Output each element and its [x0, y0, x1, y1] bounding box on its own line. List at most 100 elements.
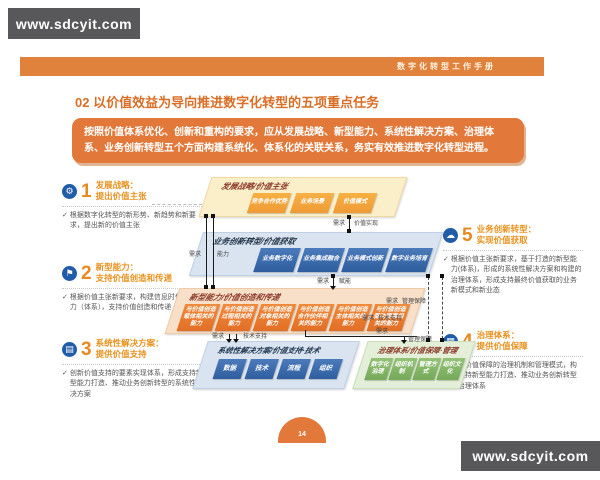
band-strategy-label: 发展战略/价值主张 [219, 182, 290, 191]
leader-line [152, 204, 202, 205]
intro-text: 按照价值体系优化、创新和重构的要求，应从发展战略、新型能力、系统性解决方案、治理… [72, 118, 524, 163]
task-item-1: ⚙ 1 发展战略： 提出价值主张 ✓ 根据数字化转型的新形势、新趋势和新要求，提… [62, 180, 208, 232]
task-1-desc-text: 根据数字化转型的新形势、新趋势和新要求，提出新的价值主张 [69, 211, 196, 230]
clipboard-glyph: ▤ [65, 343, 74, 354]
task-4-subtitle: 提供价值保障 [476, 341, 528, 352]
website-url-top[interactable]: www.sdcyit.com [8, 8, 140, 39]
chip: 组织文化 [436, 358, 466, 380]
connector-label: 管理保障 [402, 299, 427, 305]
task-3-description: ✓ 创新价值支持的要素实现体系，形成支持新型能力打造、推动业务创新转型的系统性解… [62, 369, 208, 401]
band-solution: 系统性解决方案/价值支持·技术 数据 技术 流程 组织 [192, 341, 360, 389]
connector-arrow [226, 339, 232, 343]
connector-node [211, 214, 215, 218]
cloud-glyph: ☁ [446, 229, 455, 240]
chip: 业务集成融合 [297, 248, 345, 272]
task-1-number: 1 [81, 180, 92, 202]
connector-node [331, 274, 335, 278]
connector-node [204, 214, 208, 218]
divider [62, 205, 208, 207]
connector-label: 赋能 [339, 279, 352, 285]
connector-node [204, 285, 208, 289]
page-number-badge: 14 [278, 417, 326, 443]
gear-icon: ⚙ [62, 183, 77, 199]
task-4-title-main: 治理体系： [476, 330, 520, 340]
connector-line [305, 330, 306, 336]
task-2-description: ✓ 根据价值主张新要求，构建信息时代新型能力（体系），支持价值创造和传递 [62, 293, 208, 314]
connector-line [349, 217, 350, 232]
connector-line-dashed [442, 277, 443, 339]
task-5-header: ☁ 5 业务创新转型： 实现价值获取 [443, 224, 583, 247]
band-governance-chips: 数字化治理 组织机制 管理方式 组织文化 [356, 356, 470, 380]
connector-node [426, 338, 430, 342]
connector-arrow [233, 339, 239, 343]
band-capability: 新型能力/价值创造和传递 与价值创造载体相关的能力 与价值创造过程相关的能力 与… [164, 288, 426, 334]
connector-node [440, 338, 444, 342]
task-3-subtitle: 提供价值支持 [95, 349, 147, 360]
chip: 竞争合作优势 [246, 193, 292, 213]
chip: 技术 [244, 359, 279, 379]
connector-line-dashed [428, 277, 429, 339]
task-3-header: ▤ 3 系统性解决方案： 提供价值支持 [62, 338, 208, 361]
task-1-description: ✓ 根据数字化转型的新形势、新趋势和新要求，提出新的价值主张 [62, 211, 208, 232]
task-2-title: 新型能力： 支持价值创造和传递 [96, 262, 173, 285]
check-icon: ✓ [443, 255, 449, 263]
task-5-desc-text: 根据价值主张新要求，基于打造的新型能力(体系)，形成的系统性解决方案和构建的治理… [450, 255, 582, 295]
task-item-3: ▤ 3 系统性解决方案： 提供价值支持 ✓ 创新价值支持的要素实现体系，形成支持… [62, 338, 208, 400]
header-banner: 数字化转型工作手册 [20, 57, 544, 76]
connector-line [404, 336, 405, 341]
connector-label: 需求 [376, 329, 389, 335]
connector-label: 能力 [217, 252, 230, 258]
connector-label: 技术支持 [243, 334, 268, 340]
website-url-bottom[interactable]: www.sdcyit.com [461, 441, 600, 471]
chip: 业务场景 [289, 193, 335, 213]
check-icon: ✓ [62, 369, 68, 377]
connector-arrow [330, 286, 336, 290]
connector-line [206, 216, 207, 288]
divider [62, 287, 208, 289]
connector-line [229, 334, 230, 340]
chip: 与价值创造合作伙伴相关的能力 [290, 304, 335, 331]
task-2-subtitle: 支持价值创造和传递 [95, 273, 173, 284]
band-governance-label: 治理体系/价值保障·管理 [376, 346, 459, 355]
task-1-title: 发展战略： 提出价值主张 [96, 180, 147, 203]
band-strategy: 发展战略/价值主张 竞争合作优势 业务场景 价值模式 [198, 177, 408, 217]
task-3-number: 3 [81, 338, 92, 360]
task-1-header: ⚙ 1 发展战略： 提出价值主张 [62, 180, 208, 203]
chip: 业务模式创新 [341, 248, 389, 272]
task-5-title: 业务创新转型： 实现价值获取 [477, 224, 537, 247]
task-item-5: ☁ 5 业务创新转型： 实现价值获取 ✓ 根据价值主张新要求，基于打造的新型能力… [443, 224, 583, 297]
connector-label: 需求 [386, 299, 399, 305]
divider [443, 355, 583, 357]
task-1-subtitle: 提出价值主张 [95, 191, 147, 202]
leader-line [150, 299, 170, 300]
flag-glyph: ⚑ [65, 267, 74, 278]
band-solution-chips: 数据 技术 流程 组织 [196, 356, 353, 379]
chip: 流程 [276, 359, 311, 379]
band-business-label: 业务创新转型/价值获取 [211, 237, 297, 246]
band-strategy-chips: 竞争合作优势 业务场景 价值模式 [201, 192, 402, 213]
task-5-number: 5 [462, 224, 473, 246]
task-item-2: ⚑ 2 新型能力： 支持价值创造和传递 ✓ 根据价值主张新要求，构建信息时代新型… [62, 262, 208, 314]
connector-label: 需求 [212, 334, 225, 340]
task-3-desc-text: 创新价值支持的要素实现体系，形成支持新型能力打造、推动业务创新转型的系统性解决方… [69, 369, 203, 398]
task-4-title: 治理体系： 提供价值保障 [477, 330, 528, 353]
cloud-icon: ☁ [443, 227, 458, 243]
connector-label: 技术支持 [378, 316, 403, 322]
task-2-desc-text: 根据价值主张新要求，构建信息时代新型能力（体系），支持价值创造和传递 [69, 293, 203, 312]
chip: 与价值创造载体相关的能力 [176, 304, 221, 331]
flag-icon: ⚑ [62, 265, 77, 281]
task-5-title-main: 业务创新转型： [476, 224, 537, 234]
task-3-title-main: 系统性解决方案： [95, 338, 164, 348]
gear-glyph: ⚙ [65, 185, 74, 196]
band-business-chips: 业务数字化 业务集成融合 业务模式创新 数字业务培育 [191, 247, 437, 272]
connector-line [333, 276, 334, 286]
task-1-title-main: 发展战略： [95, 180, 139, 190]
chip: 业务数字化 [253, 248, 301, 272]
connector-line [213, 216, 214, 288]
connector-node [211, 285, 215, 289]
check-icon: ✓ [62, 293, 68, 301]
check-icon: ✓ [62, 211, 68, 219]
connector-label: 需求 [362, 316, 375, 322]
connector-line [305, 336, 417, 337]
